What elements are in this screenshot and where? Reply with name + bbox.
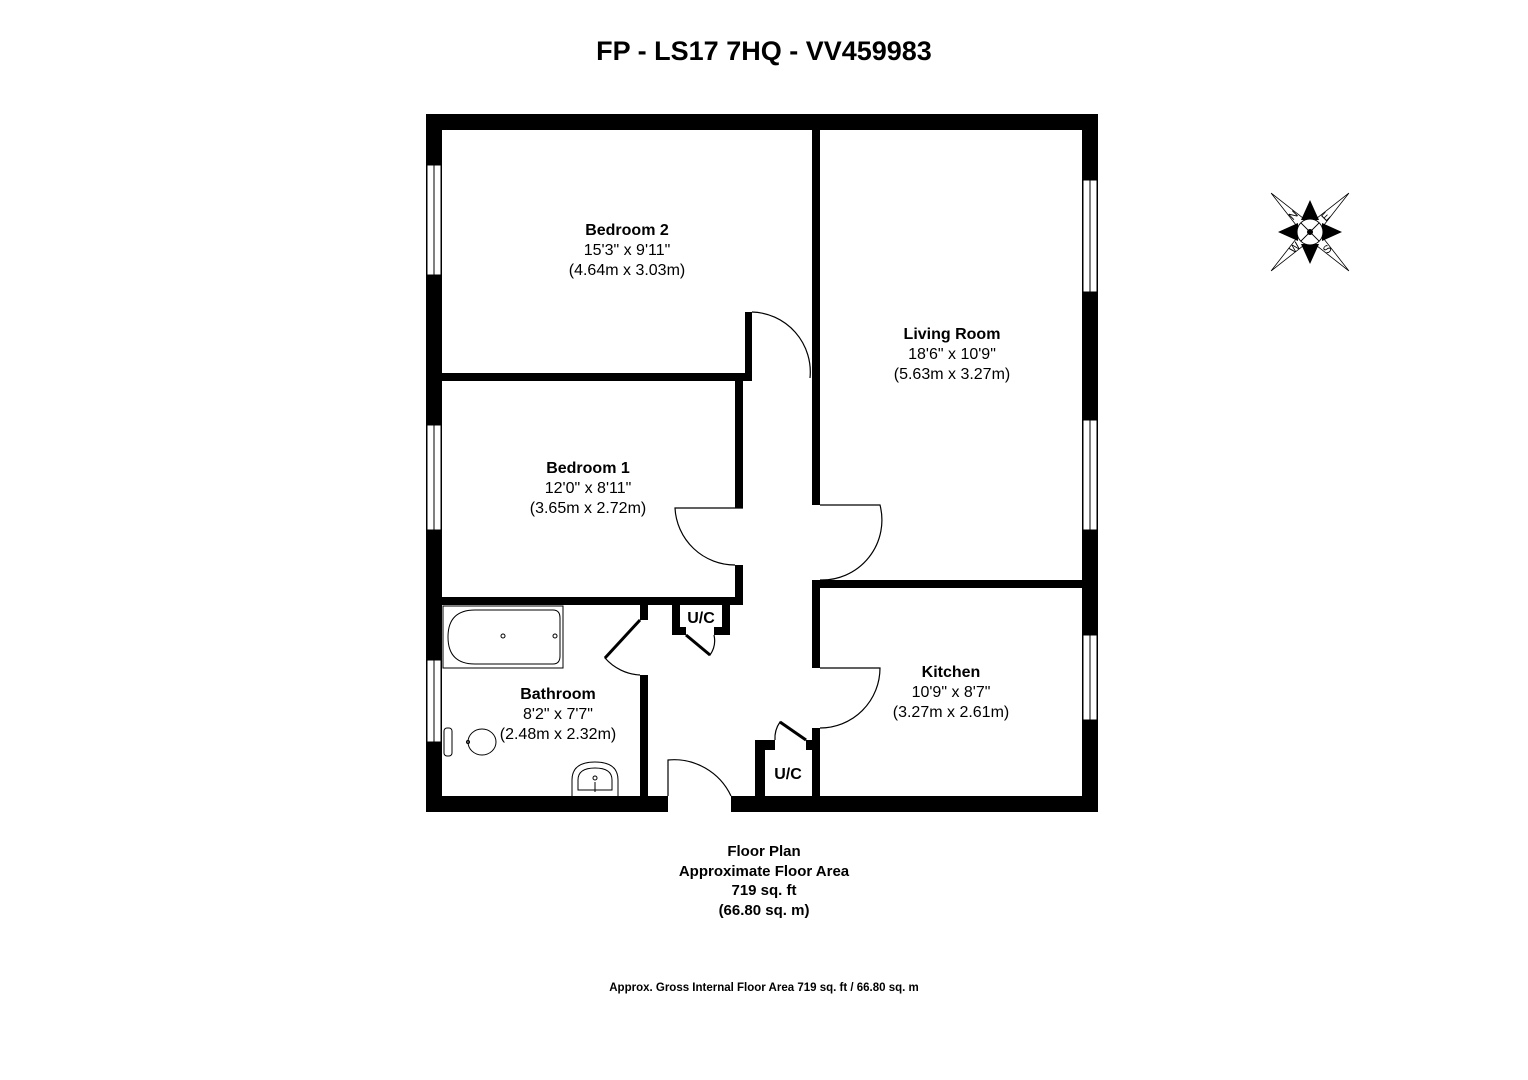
summary-line: Floor Plan (727, 843, 801, 860)
fixtures (442, 605, 619, 796)
room-dims-metric: (2.48m x 2.32m) (500, 726, 616, 743)
room-dims-metric: (4.64m x 3.03m) (569, 262, 685, 279)
room-dims-imperial: 18'6" x 10'9" (908, 346, 996, 363)
room-name: Kitchen (922, 664, 981, 681)
cupboard-label: U/C (687, 610, 715, 627)
room-labels: Bedroom 2 15'3" x 9'11" (4.64m x 3.03m) … (500, 222, 1010, 783)
room-name: Bathroom (520, 686, 596, 703)
summary-line: Approximate Floor Area (678, 862, 850, 880)
room-name: Bedroom 2 (585, 222, 669, 239)
footer-note: Approx. Gross Internal Floor Area 719 sq… (609, 982, 919, 994)
summary-line: (66.80 sq. m) (718, 901, 810, 919)
windows (426, 164, 1098, 743)
toilet-icon (467, 728, 497, 756)
room-dims-imperial: 8'2" x 7'7" (523, 706, 593, 723)
room-dims-metric: (3.65m x 2.72m) (530, 500, 646, 517)
compass-rose-icon: N E S W (1270, 192, 1350, 272)
room-dims-metric: (3.27m x 2.61m) (893, 704, 1009, 721)
room-name: Bedroom 1 (546, 460, 630, 477)
summary-line: 719 sq. ft (731, 882, 797, 899)
cupboard-label: U/C (774, 766, 802, 783)
floor-area-summary: Floor Plan Approximate Floor Area 719 sq… (564, 842, 964, 920)
page-title: FP - LS17 7HQ - VV459983 (596, 36, 932, 66)
walls (426, 114, 1098, 812)
bathtub-icon (447, 609, 561, 665)
room-dims-imperial: 12'0" x 8'11" (545, 480, 632, 497)
room-dims-metric: (5.63m x 3.27m) (894, 366, 1010, 383)
doors (603, 311, 883, 797)
room-dims-imperial: 10'9" x 8'7" (912, 684, 991, 701)
room-name: Living Room (904, 326, 1001, 343)
sink-icon (571, 761, 619, 796)
room-dims-imperial: 15'3" x 9'11" (584, 242, 671, 259)
